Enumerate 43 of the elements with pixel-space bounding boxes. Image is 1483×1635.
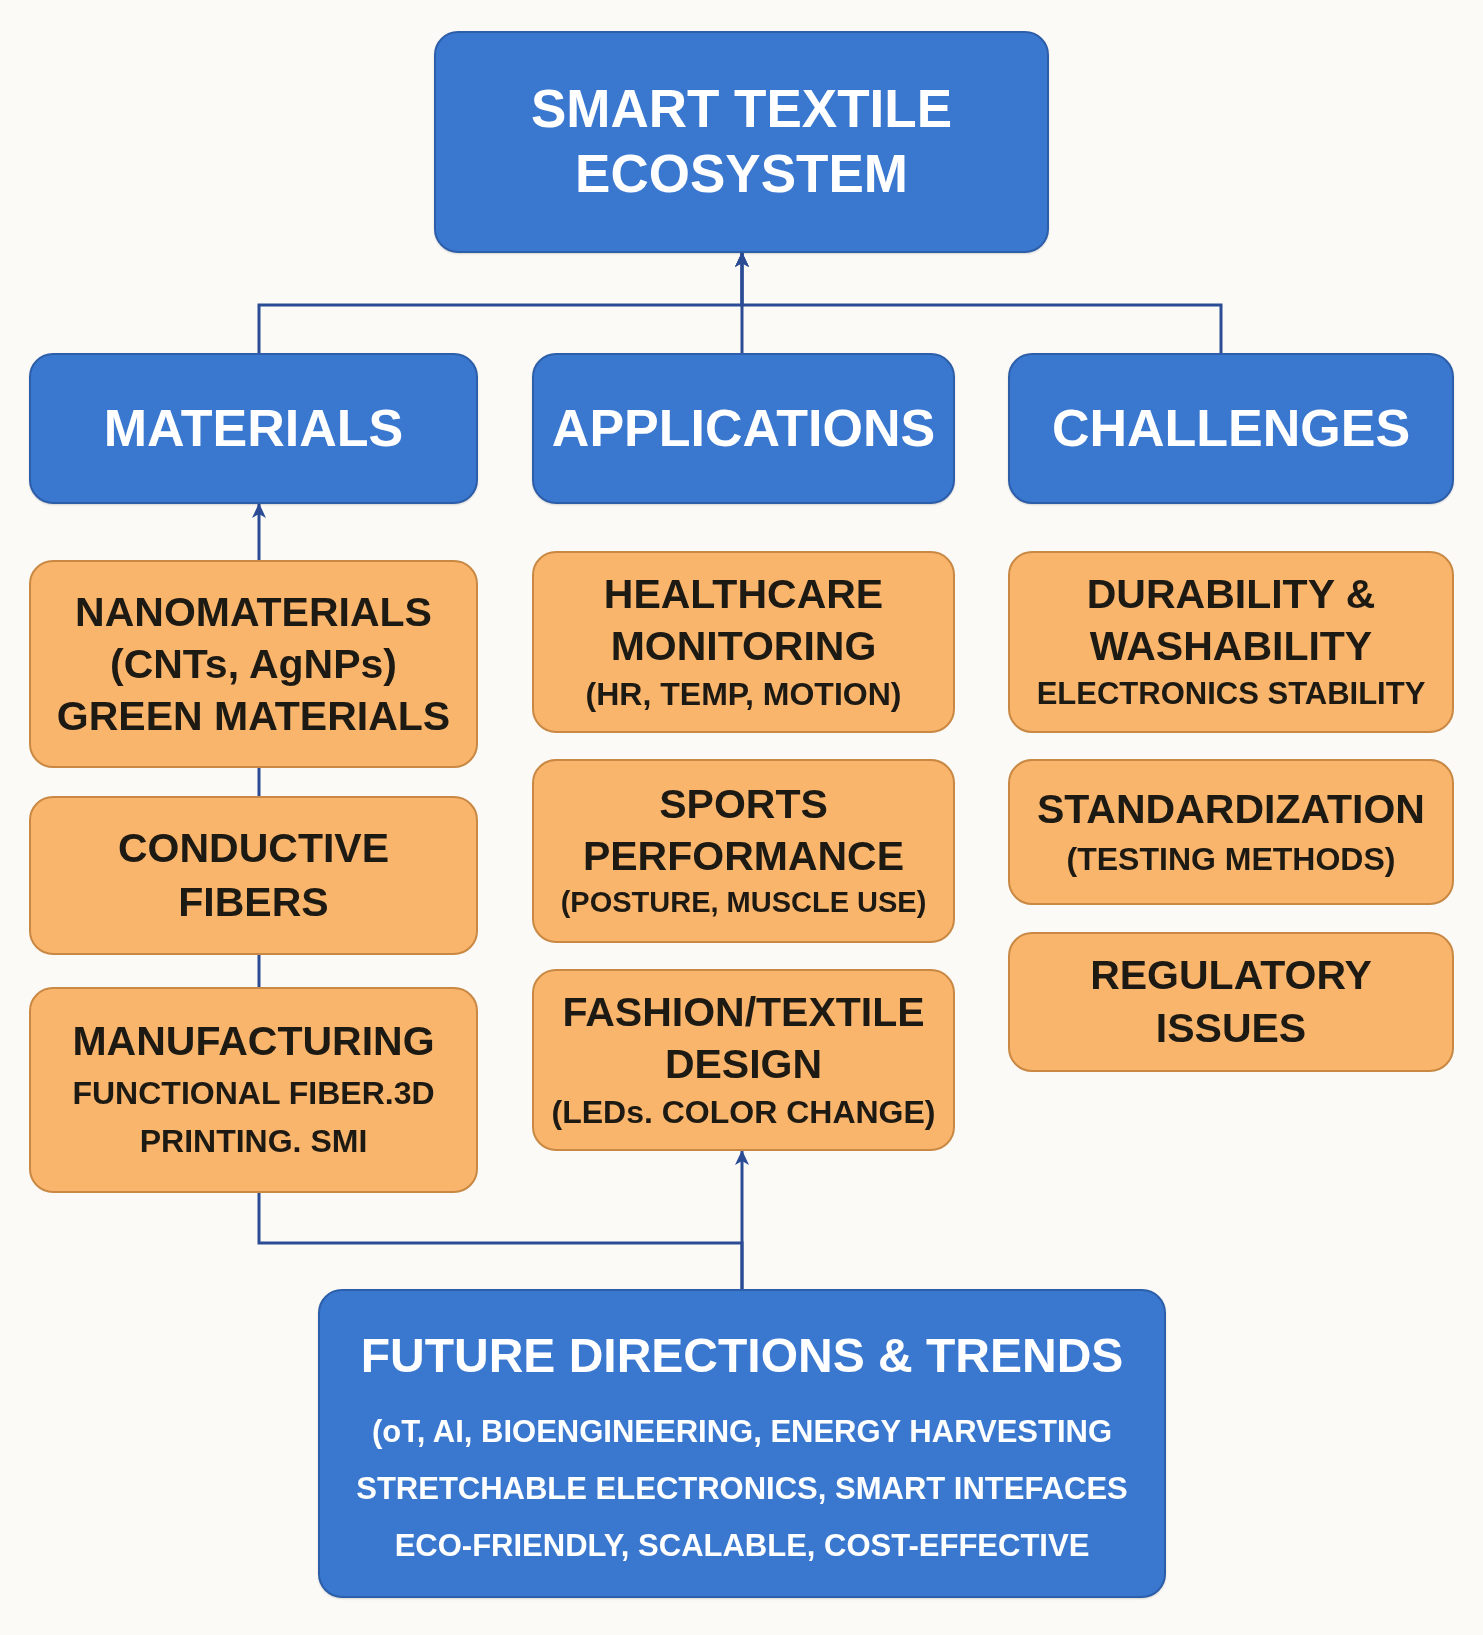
topic-box (1008, 551, 1454, 733)
heading-text: STANDARDIZATION (1037, 784, 1425, 834)
category-box (29, 353, 478, 504)
detail-text: STRETCHABLE ELECTRONICS, SMART INTEFACES (356, 1470, 1128, 1509)
heading-text: HEALTHCARE MONITORING (602, 569, 885, 671)
topic-box (532, 969, 955, 1151)
heading-text: SMART TEXTILE ECOSYSTEM (529, 78, 954, 205)
connector-line (257, 768, 261, 796)
category-box (532, 353, 955, 504)
heading-text: APPLICATIONS (551, 398, 936, 460)
heading-text: FUTURE DIRECTIONS & TRENDS (360, 1327, 1124, 1384)
connector-line (257, 955, 261, 987)
detail-text: ELECTRONICS STABILITY (1036, 675, 1426, 714)
heading-text: NANOMATERIALS (CNTs, AgNPs) (74, 587, 433, 689)
arrow (735, 1150, 749, 1289)
heading-text: MATERIALS (103, 398, 404, 460)
heading-text: CHALLENGES (1051, 398, 1411, 460)
heading-text: GREEN MATERIALS (56, 692, 451, 742)
detail-text: FUNCTIONAL FIBER.3D PRINTING. SMI (71, 1073, 436, 1161)
arrow (735, 252, 1223, 353)
heading-text: MANUFACTURING (72, 1017, 435, 1067)
heading-text: SPORTS PERFORMANCE (581, 780, 906, 881)
heading-text: REGULATORY ISSUES (1089, 950, 1373, 1053)
topic-box (1008, 759, 1454, 905)
topic-box (532, 551, 955, 733)
topic-box (532, 759, 955, 943)
topic-box (1008, 932, 1454, 1072)
topic-box (29, 987, 478, 1193)
detail-text: (POSTURE, MUSCLE USE) (560, 884, 927, 920)
detail-text: ECO-FRIENDLY, SCALABLE, COST-EFFECTIVE (394, 1527, 1090, 1566)
category-box (318, 1289, 1166, 1598)
heading-text: DURABILITY & WASHABILITY (1085, 570, 1377, 672)
category-box (434, 31, 1049, 253)
detail-text: (LEDs. COLOR CHANGE) (551, 1092, 936, 1132)
topic-box (29, 560, 478, 768)
heading-text: CONDUCTIVE FIBERS (116, 824, 391, 927)
arrow (252, 503, 266, 560)
detail-text: (oT, AI, BIOENGINEERING, ENERGY HARVESTING (371, 1413, 1113, 1452)
detail-text: (HR, TEMP, MOTION) (585, 674, 902, 714)
heading-text: FASHION/TEXTILE DESIGN (561, 987, 926, 1089)
detail-text: (TESTING METHODS) (1066, 839, 1396, 879)
topic-box (29, 796, 478, 955)
category-box (1008, 353, 1454, 504)
